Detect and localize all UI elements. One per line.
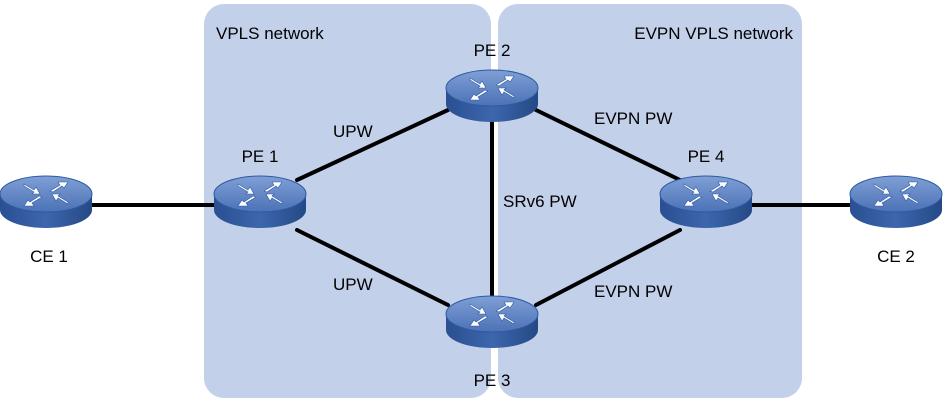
router-icon xyxy=(445,295,539,349)
device-pe4: PE 4 xyxy=(659,147,753,229)
device-label-pe3: PE 3 xyxy=(474,371,511,390)
router-icon xyxy=(213,175,307,229)
device-label-ce1: CE 1 xyxy=(30,247,68,266)
device-ce1: CE 1 xyxy=(0,175,93,266)
device-ce2: CE 2 xyxy=(849,175,943,266)
vpls-network-region xyxy=(204,4,491,398)
evpn-vpls-network-region xyxy=(498,4,802,398)
device-label-ce2: CE 2 xyxy=(877,247,915,266)
link-label-pe1-pe3: UPW xyxy=(333,275,373,294)
link-label-pe2-pe3: SRv6 PW xyxy=(503,192,577,211)
link-pe3-pe4 xyxy=(534,228,682,307)
router-icon xyxy=(445,69,539,123)
device-pe3: PE 3 xyxy=(445,295,539,390)
link-pe1-pe3 xyxy=(295,228,450,307)
device-label-pe2: PE 2 xyxy=(474,41,511,60)
router-icon xyxy=(659,175,753,229)
device-label-pe1: PE 1 xyxy=(242,147,279,166)
device-label-pe4: PE 4 xyxy=(688,147,725,166)
link-label-pe2-pe4: EVPN PW xyxy=(594,109,672,128)
vpls-network-label: VPLS network xyxy=(216,24,324,43)
link-label-pe1-pe2: UPW xyxy=(333,122,373,141)
device-pe1: PE 1 xyxy=(213,147,307,229)
router-icon xyxy=(0,175,93,229)
link-label-pe3-pe4: EVPN PW xyxy=(594,282,672,301)
device-pe2: PE 2 xyxy=(445,41,539,123)
router-icon xyxy=(849,175,943,229)
evpn-vpls-network-label: EVPN VPLS network xyxy=(634,24,793,43)
link-pe1-pe2 xyxy=(295,108,450,182)
link-pe2-pe4 xyxy=(534,108,682,182)
